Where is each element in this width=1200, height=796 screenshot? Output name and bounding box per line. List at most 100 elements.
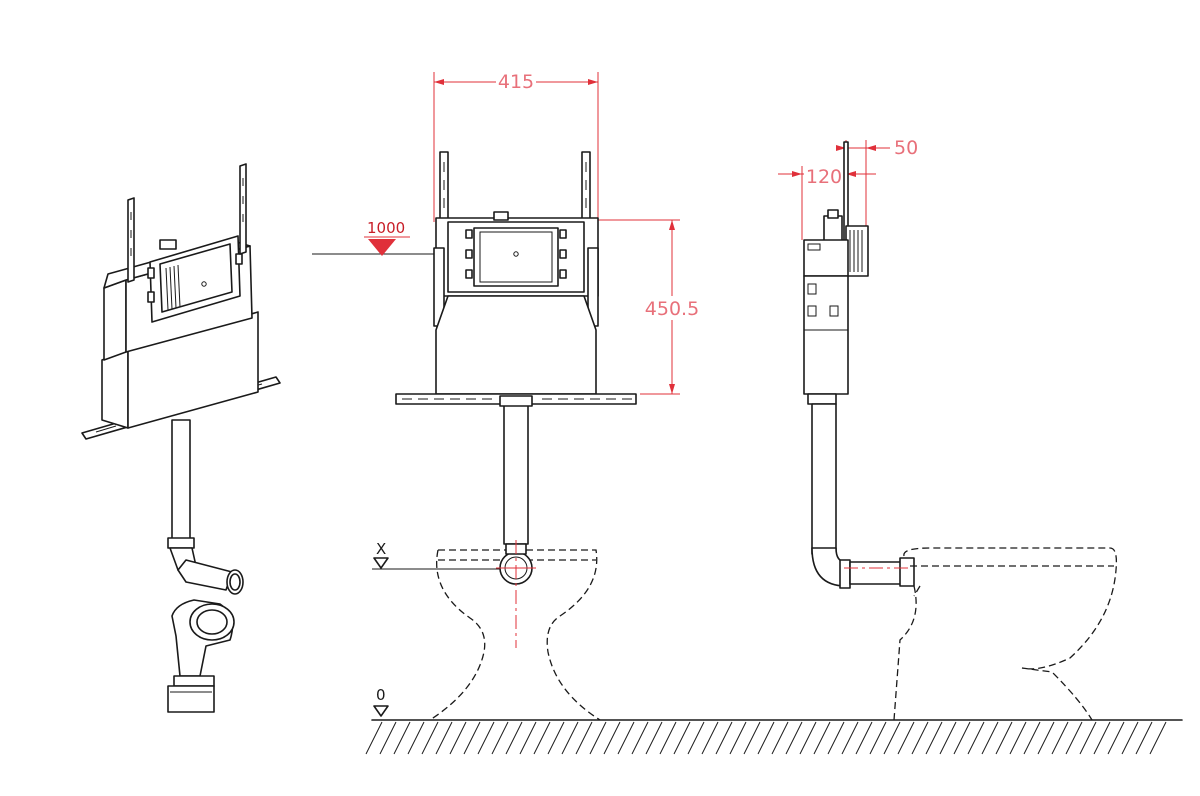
floor-hatch-line xyxy=(365,721,383,755)
side-foot-plate xyxy=(807,393,837,405)
floor-hatch-line xyxy=(869,721,887,755)
floor-hatch-line xyxy=(1135,721,1153,755)
floor-hatch-line xyxy=(953,721,971,755)
front-cistern-tank xyxy=(435,295,597,395)
floor-hatch-line xyxy=(393,721,411,755)
floor-hatch-line xyxy=(1051,721,1069,755)
floor-hatch-line xyxy=(617,721,635,755)
side-toilet-pan xyxy=(893,547,1118,721)
floor-hatch-line xyxy=(1093,721,1111,755)
floor-hatch-line xyxy=(799,721,817,755)
side-flush-pipe xyxy=(811,403,837,555)
floor-hatch-line xyxy=(435,721,453,755)
floor-hatch-line xyxy=(1037,721,1055,755)
level-floor-marker xyxy=(373,705,389,717)
floor-hatch-line xyxy=(659,721,677,755)
iso-elbow-outlet xyxy=(177,559,233,591)
floor-hatch-line xyxy=(995,721,1013,755)
floor-hatch-line xyxy=(1079,721,1097,755)
front-outlet-connection xyxy=(496,540,536,648)
dim-height xyxy=(598,219,706,395)
iso-cistern-body xyxy=(101,349,129,429)
iso-rail-left xyxy=(127,197,135,283)
floor-hatch-line xyxy=(575,721,593,755)
front-rail-holes xyxy=(443,162,587,208)
front-view: 415 450.5 1000 xyxy=(312,70,706,721)
dim-width-label: 415 xyxy=(498,71,534,93)
front-toilet-pan xyxy=(429,549,601,721)
floor-hatch-line xyxy=(505,721,523,755)
floor-hatch-line xyxy=(561,721,579,755)
side-cistern-body xyxy=(803,275,849,395)
side-plate-ribs xyxy=(849,230,863,272)
floor-hatch-line xyxy=(757,721,775,755)
dim-offset xyxy=(836,140,890,226)
floor-hatch-line xyxy=(463,721,481,755)
front-flush-pipe xyxy=(503,403,529,545)
floor-hatch-line xyxy=(841,721,859,755)
side-cistern-upper xyxy=(803,239,849,277)
level-1000-marker xyxy=(312,236,440,256)
floor-hatch-line xyxy=(589,721,607,755)
iso-cistern-upper xyxy=(103,279,127,361)
side-view: 120 50 xyxy=(778,137,1118,721)
floor xyxy=(365,719,1183,755)
floor-hatch-line xyxy=(827,721,845,755)
floor-hatch-line xyxy=(855,721,873,755)
level-floor-label: 0 xyxy=(376,686,386,704)
level-x-marker xyxy=(372,557,520,570)
floor-hatch-line xyxy=(1065,721,1083,755)
floor-hatch-line xyxy=(883,721,901,755)
floor-hatch-line xyxy=(687,721,705,755)
floor-hatch-line xyxy=(1107,721,1125,755)
floor-hatch-line xyxy=(701,721,719,755)
floor-hatch-line xyxy=(967,721,985,755)
floor-hatch-line xyxy=(1009,721,1027,755)
floor-hatch-line xyxy=(491,721,509,755)
floor-hatch-line xyxy=(1149,721,1167,755)
isometric-view xyxy=(81,163,281,713)
floor-hatch-line xyxy=(743,721,761,755)
floor-hatch-line xyxy=(477,721,495,755)
floor-hatch-line xyxy=(407,721,425,755)
floor-hatch-line xyxy=(1121,721,1139,755)
floor-hatch-line xyxy=(715,721,733,755)
floor-hatch-line xyxy=(547,721,565,755)
floor-hatch-line xyxy=(645,721,663,755)
iso-top-valve xyxy=(159,239,177,250)
side-pan-connector xyxy=(899,557,915,587)
iso-rail-right xyxy=(239,163,247,255)
side-flush-plate xyxy=(845,225,869,277)
floor-hatch-line xyxy=(939,721,957,755)
iso-plate-ribs xyxy=(165,264,181,311)
iso-flush-pipe xyxy=(171,419,191,543)
floor-hatch-line xyxy=(813,721,831,755)
front-top-valve xyxy=(493,211,509,221)
level-1000-label: 1000 xyxy=(367,219,405,237)
floor-hatch-line xyxy=(533,721,551,755)
floor-hatch-line xyxy=(981,721,999,755)
floor-hatch-line xyxy=(897,721,915,755)
iso-pan-connector xyxy=(167,599,235,713)
level-x-label: X xyxy=(376,540,386,558)
floor-hatch-line xyxy=(449,721,467,755)
floor-hatch-line xyxy=(631,721,649,755)
floor-hatch xyxy=(365,721,1167,755)
floor-hatch-line xyxy=(771,721,789,755)
dim-width xyxy=(433,70,599,222)
floor-hatch-line xyxy=(673,721,691,755)
front-flush-opening xyxy=(473,227,559,287)
dim-depth-label: 120 xyxy=(806,166,842,188)
dim-offset-label: 50 xyxy=(894,137,918,159)
floor-hatch-line xyxy=(519,721,537,755)
floor-hatch-line xyxy=(421,721,439,755)
floor-hatch-line xyxy=(603,721,621,755)
floor-hatch-line xyxy=(925,721,943,755)
floor-hatch-line xyxy=(1023,721,1041,755)
floor-hatch-line xyxy=(379,721,397,755)
floor-hatch-line xyxy=(785,721,803,755)
iso-rail-holes xyxy=(130,178,244,256)
dim-height-label: 450.5 xyxy=(645,298,699,320)
floor-hatch-line xyxy=(911,721,929,755)
floor-hatch-line xyxy=(729,721,747,755)
